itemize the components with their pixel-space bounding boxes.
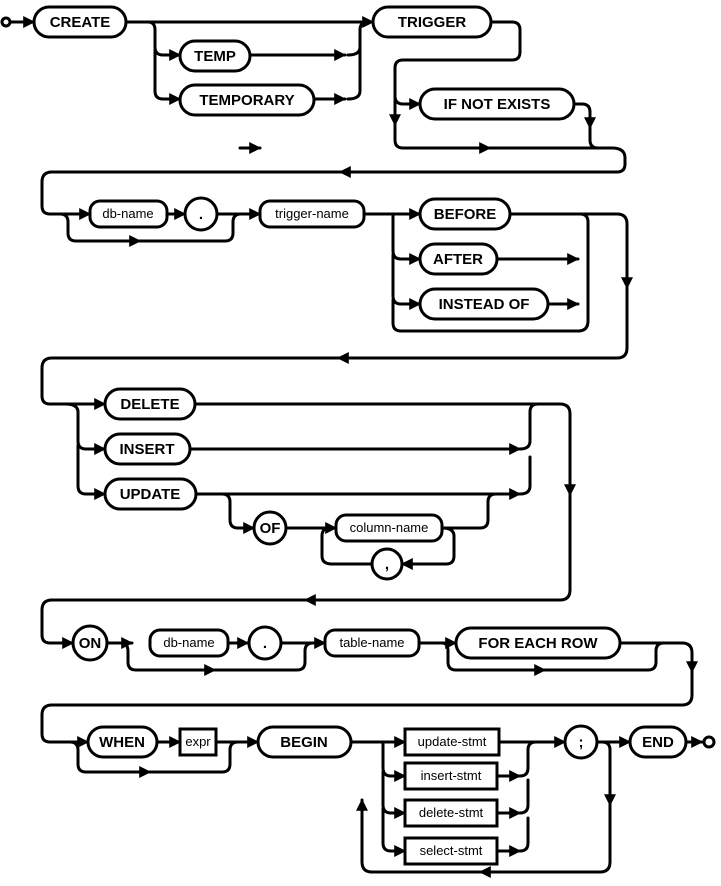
- select-stmt-label: select-stmt: [420, 843, 483, 858]
- temporary-keyword: TEMPORARY: [178, 83, 316, 117]
- delete-stmt-label: delete-stmt: [419, 805, 484, 820]
- insert-stmt-label: insert-stmt: [421, 768, 482, 783]
- temp-keyword: TEMP: [178, 39, 252, 73]
- of-label: OF: [260, 520, 281, 537]
- select-stmt-ref: select-stmt: [403, 836, 499, 866]
- expr-ref: expr: [178, 727, 218, 757]
- on-label: ON: [79, 635, 102, 652]
- dot-2-label: .: [263, 635, 267, 652]
- trigger-keyword: TRIGGER: [371, 5, 493, 39]
- row-2-lines: [40, 208, 633, 410]
- semicolon-keyword: ;: [563, 724, 599, 760]
- column-name-ref: column-name: [334, 513, 444, 543]
- db-name-ref-1: db-name: [88, 199, 169, 229]
- before-keyword: BEFORE: [418, 197, 512, 231]
- instead-of-label: INSTEAD OF: [439, 296, 530, 313]
- end-label: END: [642, 734, 674, 751]
- semicolon-label: ;: [579, 734, 584, 751]
- if-not-exists-label: IF NOT EXISTS: [444, 96, 551, 113]
- temporary-label: TEMPORARY: [199, 92, 294, 109]
- row-1-lines: [8, 16, 627, 220]
- row-4-lines: [40, 637, 698, 748]
- update-keyword: UPDATE: [103, 477, 198, 511]
- trigger-label: TRIGGER: [398, 14, 467, 31]
- start-terminal: [0, 16, 12, 28]
- after-keyword: AFTER: [418, 242, 499, 276]
- begin-keyword: BEGIN: [256, 725, 353, 759]
- dot-1-label: .: [199, 206, 203, 223]
- table-name-label: table-name: [339, 635, 404, 650]
- db-name-1-label: db-name: [102, 206, 153, 221]
- for-each-row-keyword: FOR EACH ROW: [454, 626, 622, 660]
- delete-stmt-ref: delete-stmt: [403, 798, 499, 828]
- temp-label: TEMP: [194, 48, 236, 65]
- row-5-lines: [68, 736, 704, 878]
- begin-label: BEGIN: [280, 734, 328, 751]
- db-name-ref-2: db-name: [148, 628, 230, 658]
- insert-label: INSERT: [119, 441, 174, 458]
- create-label: CREATE: [50, 14, 111, 31]
- create-keyword: CREATE: [0, 5, 128, 39]
- expr-label: expr: [185, 734, 211, 749]
- dot-keyword-1: .: [183, 196, 219, 232]
- end-keyword: END: [628, 725, 688, 759]
- column-name-label: column-name: [350, 520, 429, 535]
- trigger-name-ref: trigger-name: [258, 199, 366, 229]
- of-keyword: OF: [252, 510, 288, 546]
- on-keyword: ON: [71, 624, 109, 662]
- when-keyword: WHEN: [86, 725, 159, 759]
- insert-stmt-ref: insert-stmt: [403, 761, 499, 791]
- insert-keyword: INSERT: [103, 432, 192, 466]
- update-label: UPDATE: [120, 486, 181, 503]
- delete-label: DELETE: [120, 396, 179, 413]
- dot-keyword-2: .: [247, 625, 283, 661]
- update-stmt-label: update-stmt: [418, 734, 487, 749]
- when-label: WHEN: [99, 734, 145, 751]
- if-not-exists-keyword: IF NOT EXISTS: [418, 87, 576, 121]
- before-label: BEFORE: [434, 206, 497, 223]
- end-terminal: [702, 735, 716, 749]
- comma-label: ,: [385, 556, 389, 573]
- table-name-ref: table-name: [323, 628, 421, 658]
- row-3-lines: [40, 402, 576, 649]
- for-each-row-label: FOR EACH ROW: [478, 635, 598, 652]
- comma-keyword: ,: [370, 547, 404, 581]
- update-stmt-ref: update-stmt: [403, 727, 501, 757]
- db-name-2-label: db-name: [163, 635, 214, 650]
- instead-of-keyword: INSTEAD OF: [418, 287, 550, 321]
- trigger-name-label: trigger-name: [275, 206, 349, 221]
- after-label: AFTER: [433, 251, 483, 268]
- delete-keyword: DELETE: [103, 387, 197, 421]
